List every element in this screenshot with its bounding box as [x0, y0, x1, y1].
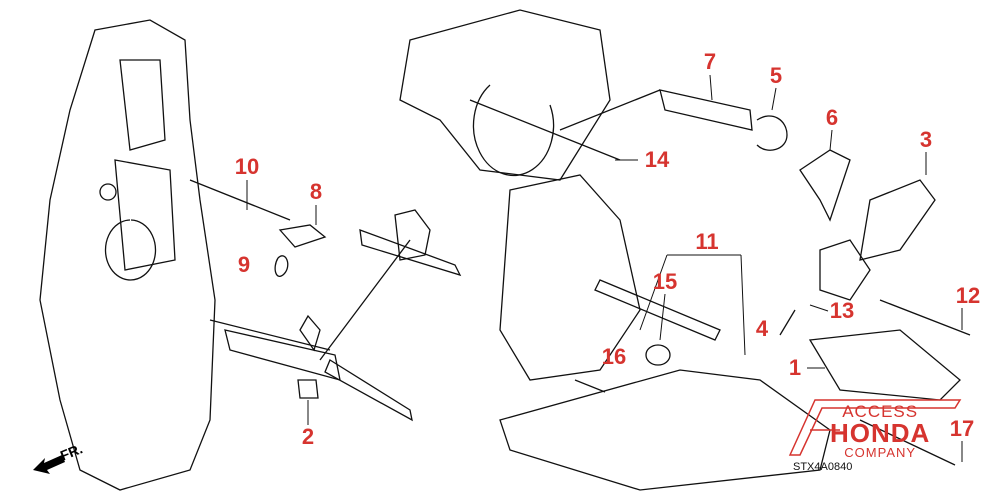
select-shaft: [359, 229, 462, 277]
oil-pan: [499, 369, 831, 491]
shaft-14: [469, 99, 621, 161]
callout-8[interactable]: 8: [309, 179, 323, 204]
bolt-17: [859, 419, 956, 466]
spring-5: [756, 115, 788, 151]
watermark-logo: ACCESS HONDA COMPANY: [830, 403, 930, 459]
valve-body: [499, 174, 641, 381]
cover-1: [808, 329, 961, 401]
left-case-housing: [39, 19, 216, 491]
shift-arm: [299, 314, 321, 352]
shaft-10: [189, 179, 291, 221]
spring-9: [274, 255, 289, 277]
left-case-hole: [99, 183, 117, 201]
shaft-7: [659, 89, 753, 131]
left-case-ribs: [114, 59, 176, 271]
callout-3[interactable]: 3: [919, 127, 933, 152]
callout-12[interactable]: 12: [955, 283, 981, 308]
callout-14[interactable]: 14: [644, 147, 670, 172]
callout-15[interactable]: 15: [652, 269, 678, 294]
front-arrow-icon: [33, 455, 65, 474]
bolt-16: [574, 379, 606, 393]
part-8: [278, 224, 327, 248]
watermark-line-1: ACCESS: [842, 402, 919, 421]
callout-9[interactable]: 9: [237, 252, 251, 277]
callout-2[interactable]: 2: [301, 424, 315, 449]
o-ring-15: [645, 344, 671, 366]
shift-rod: [324, 359, 413, 422]
bolt-4: [779, 309, 796, 336]
callout-4[interactable]: 4: [755, 316, 769, 341]
watermark-logo-icon: [788, 399, 962, 456]
callout-7[interactable]: 7: [703, 49, 717, 74]
callout-10[interactable]: 10: [234, 154, 260, 179]
callout-17[interactable]: 17: [949, 416, 975, 441]
part-code: STX4A0840: [793, 461, 853, 473]
right-case-housing: [399, 9, 611, 181]
callout-11[interactable]: 11: [695, 229, 719, 254]
callout-5[interactable]: 5: [769, 63, 783, 88]
bolt-12: [879, 299, 971, 336]
callout-6[interactable]: 6: [825, 105, 839, 130]
watermark-line-2: HONDA: [830, 418, 931, 448]
left-case-bore: [104, 219, 157, 281]
fork-3: [859, 179, 936, 261]
right-case-bore: [472, 84, 555, 177]
fork-6: [799, 149, 851, 222]
callout-1[interactable]: 1: [788, 355, 802, 380]
callout-16[interactable]: 16: [601, 344, 627, 369]
part-11: [594, 279, 721, 341]
watermark-line-3: COMPANY: [844, 445, 917, 460]
callout-13[interactable]: 13: [829, 298, 855, 323]
